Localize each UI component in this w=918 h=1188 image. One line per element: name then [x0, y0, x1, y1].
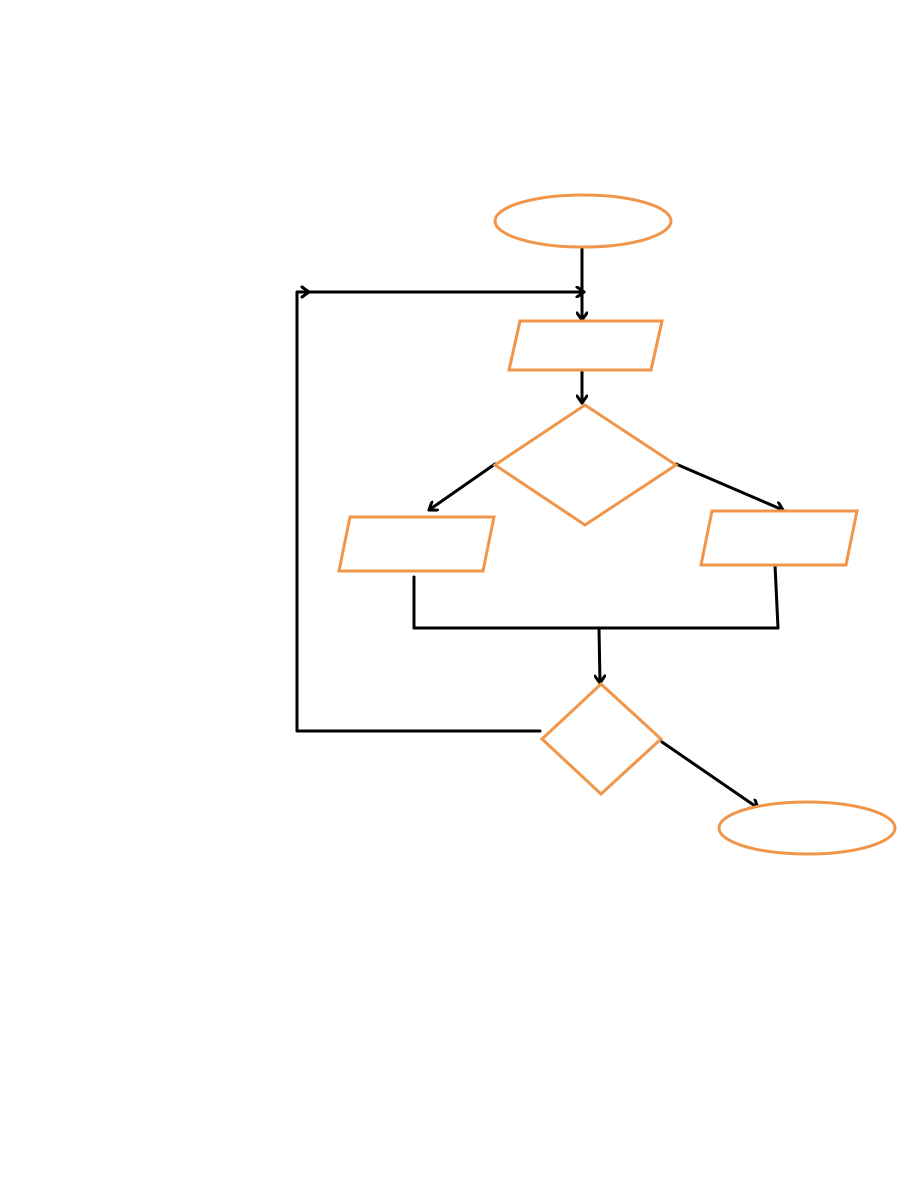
edge-decision-to-left-branch — [427, 462, 497, 510]
loop-decision-diamond — [539, 681, 664, 797]
loop-back-left-tick — [300, 285, 311, 299]
left-branch-parallelogram — [337, 515, 496, 573]
start-terminal — [493, 193, 673, 249]
nodes — [337, 193, 897, 856]
edge-decision-to-right-branch — [674, 462, 785, 510]
right-branch-parallelogram — [699, 509, 859, 567]
edge-loop-decision-to-end — [660, 740, 760, 808]
input-parallelogram — [507, 319, 664, 372]
edge-loop-back — [295, 292, 586, 733]
edges — [295, 246, 785, 808]
edge-merge-to-loop-decision — [599, 626, 600, 685]
end-terminal — [717, 800, 897, 856]
edge-right-branch-down — [773, 563, 780, 630]
decision-diamond — [492, 403, 679, 527]
